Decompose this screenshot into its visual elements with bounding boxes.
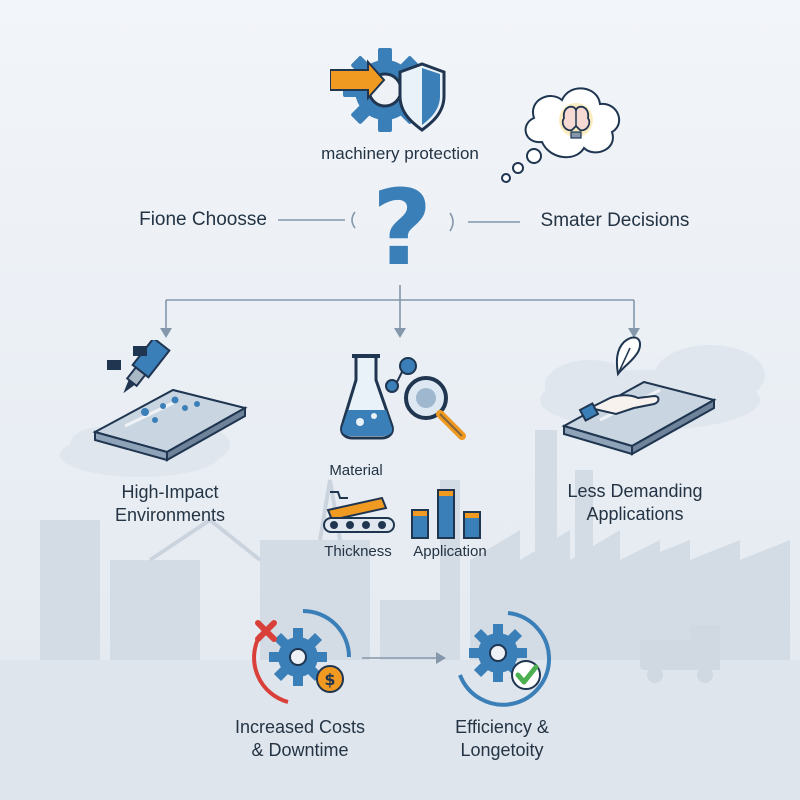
- flask-magnifier-icon: [340, 354, 466, 440]
- center-material-label: Material: [329, 462, 383, 479]
- center-application-label: Application: [413, 543, 487, 560]
- efficiency-gear-check-icon: [458, 611, 552, 707]
- outcome-good-line1: Efficiency &: [455, 717, 549, 737]
- bar-chart-icon: [411, 489, 481, 539]
- outcome-good-line2: Longetoity: [460, 740, 544, 760]
- hand-feather-plate-icon: [561, 336, 717, 456]
- branch-right-line2: Applications: [586, 504, 684, 524]
- branch-left-line2: Environments: [114, 505, 226, 525]
- center-thickness-label: Thickness: [324, 543, 392, 560]
- decision-left-label: Fione Choosse: [139, 209, 267, 230]
- header-title: machinery protection: [321, 144, 479, 163]
- question-mark-icon: ?: [371, 167, 433, 289]
- impact-drill-plate-icon: [92, 340, 248, 462]
- branch-left-line1: High-Impact: [121, 482, 219, 502]
- outcome-bad-line2: & Downtime: [251, 740, 349, 760]
- thought-cloud-brain-icon: [501, 87, 621, 183]
- svg-text:$: $: [324, 670, 335, 689]
- outcome-bad-line1: Increased Costs: [234, 717, 366, 737]
- conveyor-belt-icon: [323, 491, 395, 533]
- gear-shield-icon: [330, 48, 446, 132]
- decision-right-label: Smater Decisions: [540, 210, 690, 231]
- cost-downtime-gear-icon: $: [252, 609, 351, 704]
- branch-right-line1: Less Demanding: [567, 481, 703, 501]
